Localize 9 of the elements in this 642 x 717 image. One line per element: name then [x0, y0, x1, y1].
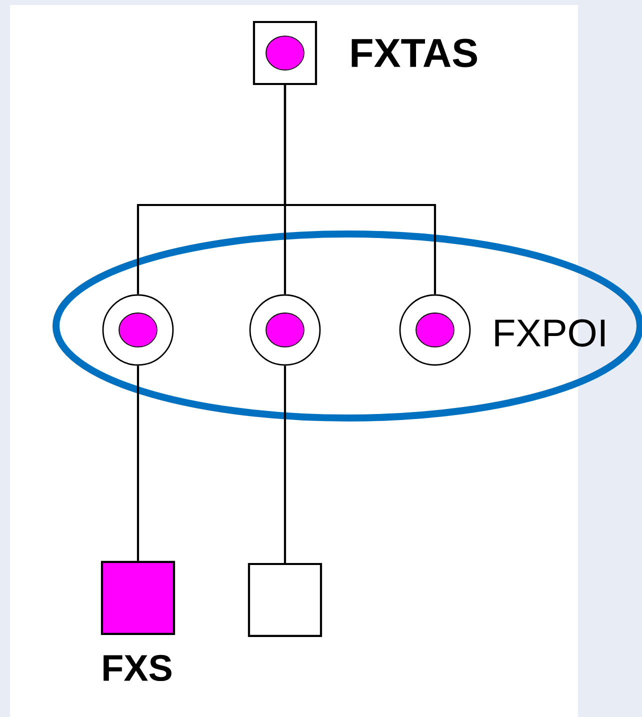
pedigree-line [136, 366, 140, 561]
node-label: FXS [104, 654, 172, 682]
pedigree-line [284, 85, 436, 294]
node-label: FXTAS [352, 38, 478, 68]
pedigree-circle [399, 294, 471, 366]
pedigree-square [248, 562, 322, 638]
pedigree-circle [102, 294, 174, 366]
pedigree-line [284, 366, 286, 563]
pedigree-circle [249, 294, 321, 366]
